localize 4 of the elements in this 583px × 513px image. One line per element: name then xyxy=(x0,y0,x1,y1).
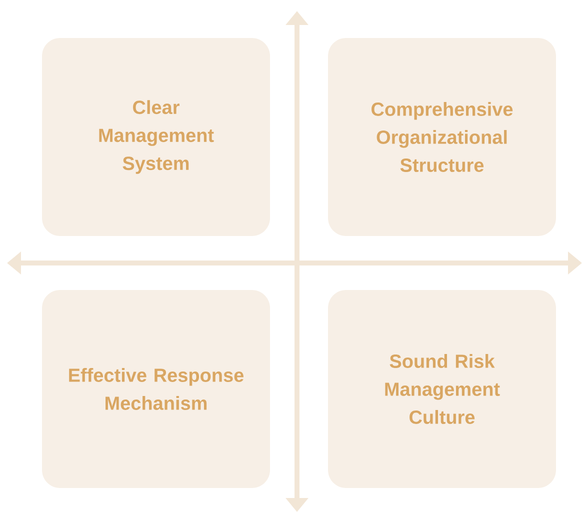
quadrant-box: Clear Management System xyxy=(42,38,270,236)
quadrant-box: Sound Risk Management Culture xyxy=(328,290,556,488)
quadrant-box: Comprehensive Organizational Structure xyxy=(328,38,556,236)
quadrant-box: Effective Response Mechanism xyxy=(42,290,270,488)
